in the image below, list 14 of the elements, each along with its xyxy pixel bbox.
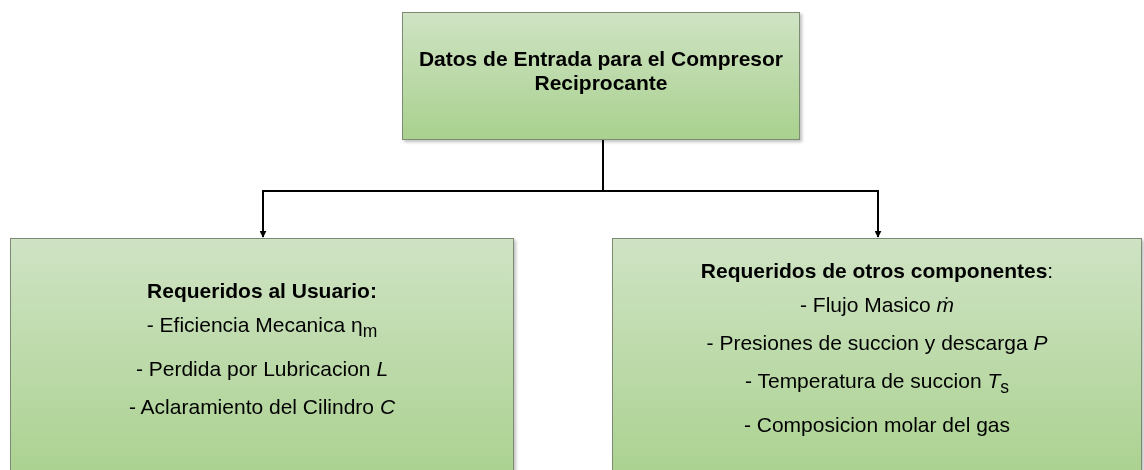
box-heading: Datos de Entrada para el Compresor Reciprocante [417, 47, 785, 95]
process-box [612, 238, 1142, 470]
list-item: - Presiones de succion y descarga P [706, 331, 1048, 355]
list-item: - Composicion molar del gas [743, 413, 1011, 438]
list-item: - Aclaramiento del Cilindro C [128, 395, 396, 420]
list-item: - Perdida por Lubricacion L [135, 357, 389, 382]
box-heading: Requeridos de otros componentes: [700, 259, 1054, 283]
box-heading: Requeridos al Usuario: [147, 279, 377, 303]
connector-arrow [602, 139, 882, 238]
process-box [402, 12, 800, 140]
process-box [10, 238, 514, 470]
list-item: - Temperatura de succion T$_{s}$ [745, 369, 1009, 400]
list-item: - Eficiencia Mecanica η$_{m}$ [146, 313, 378, 344]
list-item: - Flujo Masico ṁ [800, 293, 954, 317]
